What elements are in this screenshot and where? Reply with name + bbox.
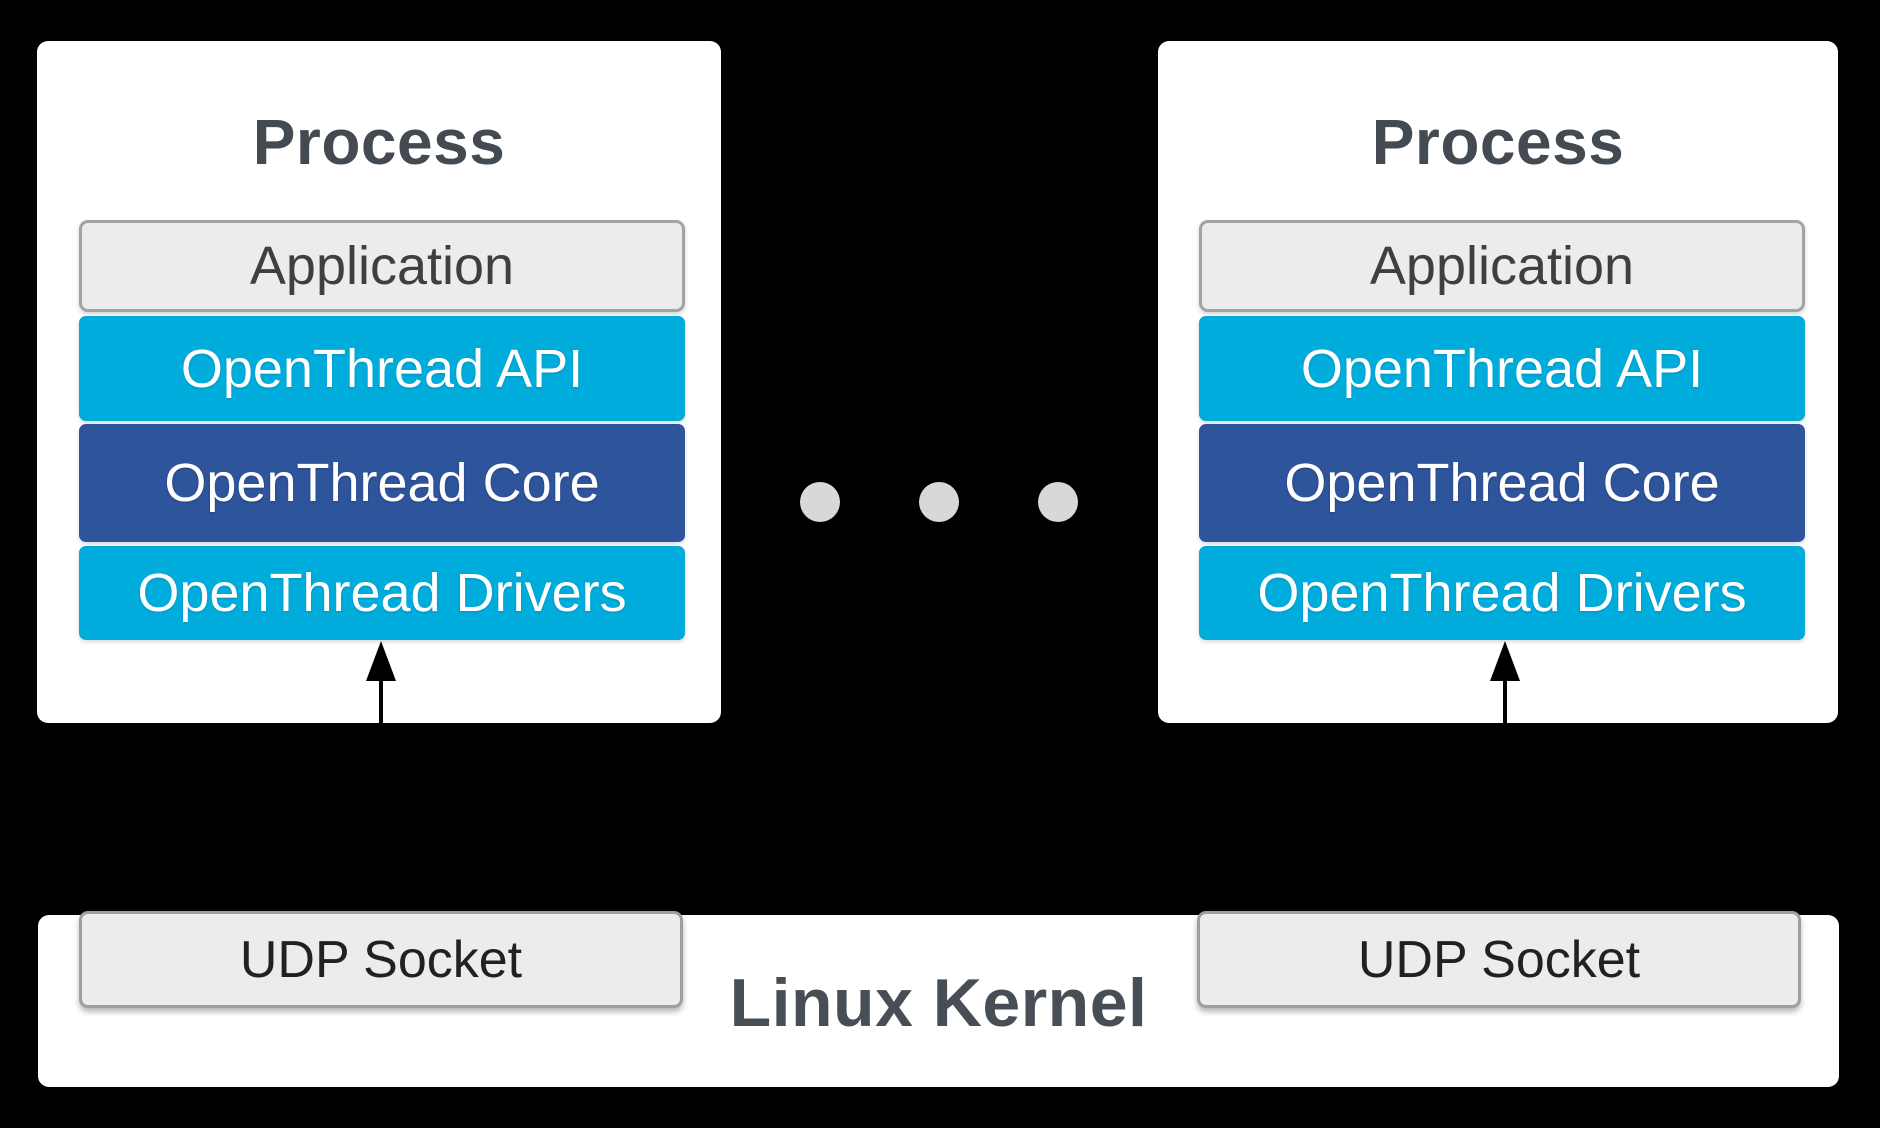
- linux-kernel-panel: Linux Kernel UDP Socket UDP Socket: [38, 911, 1839, 1087]
- ellipsis-dot: [1038, 482, 1078, 522]
- udp-socket-label: UDP Socket: [1357, 930, 1641, 989]
- layer-stack: Application OpenThread API OpenThread Co…: [79, 220, 685, 640]
- up-arrow-stem: [379, 679, 383, 723]
- udp-socket-box: UDP Socket: [1197, 911, 1801, 1008]
- up-arrow-icon: [366, 641, 396, 681]
- openthread-api-label: OpenThread API: [1300, 338, 1704, 399]
- linux-kernel-title: Linux Kernel: [729, 965, 1148, 1041]
- process-title: Process: [252, 106, 506, 178]
- openthread-drivers-layer: OpenThread Drivers: [1199, 546, 1805, 640]
- openthread-core-layer: OpenThread Core: [79, 424, 685, 542]
- application-layer: Application: [1199, 220, 1805, 312]
- application-label: Application: [1369, 236, 1635, 296]
- openthread-api-layer: OpenThread API: [79, 316, 685, 421]
- layer-stack: Application OpenThread API OpenThread Co…: [1199, 220, 1805, 640]
- process-panel-left: Process Application OpenThread API OpenT…: [37, 41, 721, 723]
- openthread-drivers-label: OpenThread Drivers: [1257, 563, 1747, 623]
- openthread-core-layer: OpenThread Core: [1199, 424, 1805, 542]
- openthread-core-label: OpenThread Core: [164, 453, 600, 513]
- ellipsis-dot: [800, 482, 840, 522]
- udp-socket-label: UDP Socket: [239, 930, 523, 989]
- openthread-drivers-layer: OpenThread Drivers: [79, 546, 685, 640]
- openthread-core-label: OpenThread Core: [1284, 453, 1720, 513]
- up-arrow-icon: [1490, 641, 1520, 681]
- application-label: Application: [249, 236, 515, 296]
- application-layer: Application: [79, 220, 685, 312]
- openthread-api-label: OpenThread API: [180, 338, 584, 399]
- openthread-drivers-label: OpenThread Drivers: [137, 563, 627, 623]
- openthread-api-layer: OpenThread API: [1199, 316, 1805, 421]
- ellipsis-dot: [919, 482, 959, 522]
- process-title: Process: [1371, 106, 1625, 178]
- up-arrow-stem: [1503, 679, 1507, 723]
- process-panel-right: Process Application OpenThread API OpenT…: [1158, 41, 1838, 723]
- udp-socket-box: UDP Socket: [79, 911, 683, 1008]
